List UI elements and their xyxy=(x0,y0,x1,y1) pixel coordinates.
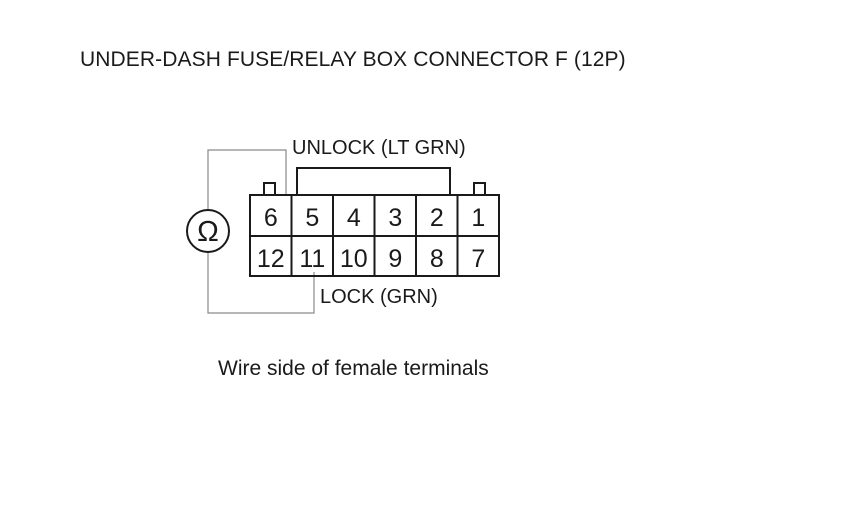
probe-wires xyxy=(207,149,315,314)
pin-7: 7 xyxy=(471,245,485,273)
connector-lock-tab xyxy=(296,167,451,195)
pin-1: 1 xyxy=(471,204,485,232)
diagram-title: UNDER-DASH FUSE/RELAY BOX CONNECTOR F (1… xyxy=(80,48,626,71)
lock-wire-label: LOCK (GRN) xyxy=(320,286,438,308)
pin-9: 9 xyxy=(388,245,402,273)
diagram-caption: Wire side of female terminals xyxy=(218,357,489,380)
pin-5: 5 xyxy=(305,204,319,232)
pin-4: 4 xyxy=(347,204,361,232)
right-latch xyxy=(473,182,486,195)
lower-probe-wire xyxy=(207,252,315,314)
pin-10: 10 xyxy=(340,245,368,273)
connector-housing xyxy=(249,167,500,277)
pin-8: 8 xyxy=(430,245,444,273)
pin-2: 2 xyxy=(430,204,444,232)
ohmmeter-icon: Ω xyxy=(186,209,230,253)
upper-probe-wire xyxy=(207,149,287,210)
top-row-pins: 6 5 4 3 2 1 xyxy=(264,204,485,232)
pin-3: 3 xyxy=(388,204,402,232)
bottom-row-pins: 12 11 10 9 8 7 xyxy=(257,245,485,273)
unlock-wire-label: UNLOCK (LT GRN) xyxy=(292,137,466,159)
pin-6: 6 xyxy=(264,204,278,232)
pin-11: 11 xyxy=(299,245,325,273)
ohm-symbol: Ω xyxy=(197,216,219,248)
pin-12: 12 xyxy=(257,245,285,273)
left-latch xyxy=(263,182,276,195)
